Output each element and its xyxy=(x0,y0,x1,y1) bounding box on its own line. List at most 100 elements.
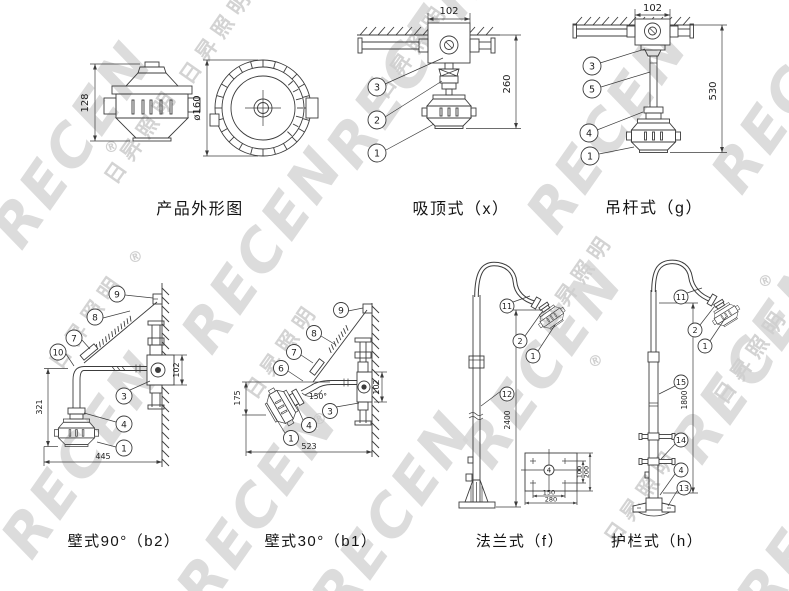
svg-text:1: 1 xyxy=(121,445,127,455)
svg-text:7: 7 xyxy=(291,349,297,359)
callout-14: 14 xyxy=(660,432,689,460)
caption-product: 产品外形图 xyxy=(156,201,244,218)
dim-plan-plate-w: 280 xyxy=(545,496,557,504)
flange-mount-diagram: 2400 11 2 1 12 xyxy=(458,261,593,509)
callout-7: 7 xyxy=(286,344,314,364)
caption-flange: 法兰式（f） xyxy=(475,533,565,550)
wall-30-diagram: 150° 102 175 523 9 8 xyxy=(233,302,387,458)
dim-pendant-width: 102 xyxy=(643,3,662,14)
flange-base-plan: 4 150 280 100 200 xyxy=(521,449,593,505)
callout-4: 4 xyxy=(579,111,644,143)
callout-8: 8 xyxy=(306,325,337,346)
svg-text:3: 3 xyxy=(121,393,127,403)
svg-text:4: 4 xyxy=(678,466,683,475)
svg-text:14: 14 xyxy=(676,436,686,445)
caption-ceiling: 吸顶式（x） xyxy=(412,201,510,218)
dim-plan-plate-h: 200 xyxy=(583,466,591,478)
callout-2: 2 xyxy=(512,311,543,349)
callout-3: 3 xyxy=(582,48,646,76)
callout-11: 11 xyxy=(499,295,531,314)
callout-1: 1 xyxy=(271,411,299,446)
svg-text:5: 5 xyxy=(589,85,595,96)
callout-7: 7 xyxy=(65,329,91,350)
svg-text:1: 1 xyxy=(288,435,294,445)
callout-1: 1 xyxy=(525,324,556,364)
svg-text:3: 3 xyxy=(589,62,595,73)
svg-text:9: 9 xyxy=(114,291,120,301)
dim-product-diameter: ø160 xyxy=(192,95,203,120)
svg-text:1: 1 xyxy=(702,342,707,351)
caption-guardrail: 护栏式（h） xyxy=(610,533,704,550)
dim-plan-holes-w: 150 xyxy=(543,489,555,497)
callout-1: 1 xyxy=(697,316,727,354)
callout-4: 4 xyxy=(547,467,552,475)
dim-wall90-box: 102 xyxy=(172,362,181,377)
svg-text:1: 1 xyxy=(530,352,535,361)
svg-text:1: 1 xyxy=(587,152,593,163)
callout-13: 13 xyxy=(667,480,692,507)
svg-text:6: 6 xyxy=(278,365,284,375)
callout-2: 2 xyxy=(367,80,443,130)
svg-text:8: 8 xyxy=(92,314,98,324)
callout-4: 4 xyxy=(295,403,317,433)
ceiling-mount-diagram: 102 260 3 2 1 xyxy=(357,6,521,163)
svg-text:4: 4 xyxy=(586,129,592,140)
svg-text:13: 13 xyxy=(679,484,689,493)
callout-1: 1 xyxy=(96,439,133,457)
svg-text:2: 2 xyxy=(374,116,380,127)
dim-wall30-span: 523 xyxy=(301,442,316,451)
callout-3: 3 xyxy=(367,57,444,97)
svg-text:12: 12 xyxy=(502,390,512,399)
callout-6: 6 xyxy=(273,360,304,382)
dim-wall90-span: 445 xyxy=(95,452,110,461)
svg-text:2: 2 xyxy=(517,337,522,346)
callout-8: 8 xyxy=(86,308,131,326)
svg-text:8: 8 xyxy=(311,330,317,340)
product-top-view: ø160 xyxy=(192,59,319,157)
dim-wall30-drop: 175 xyxy=(233,390,242,405)
svg-text:10: 10 xyxy=(53,349,64,359)
callout-4: 4 xyxy=(659,462,689,496)
callout-1: 1 xyxy=(367,123,435,163)
caption-pendant: 吊杆式（g） xyxy=(605,200,703,217)
callout-9: 9 xyxy=(333,302,364,318)
callout-4: 4 xyxy=(83,412,133,433)
dim-flange-height: 2400 xyxy=(503,410,512,429)
svg-text:3: 3 xyxy=(374,83,380,94)
svg-text:11: 11 xyxy=(502,302,512,311)
caption-wall30: 壁式30°（b1） xyxy=(264,533,378,550)
svg-text:3: 3 xyxy=(327,408,333,418)
svg-text:2: 2 xyxy=(692,326,697,335)
callout-9: 9 xyxy=(108,285,154,303)
callout-2: 2 xyxy=(687,306,715,338)
wall-90-diagram: 102 321 445 9 8 7 xyxy=(35,283,187,467)
dim-wall90-drop: 321 xyxy=(35,399,44,414)
callout-3: 3 xyxy=(115,380,151,405)
svg-text:11: 11 xyxy=(676,293,686,302)
guardrail-mount-diagram: 1800 11 2 1 15 xyxy=(632,259,744,517)
callout-12: 12 xyxy=(480,386,515,407)
svg-text:9: 9 xyxy=(338,307,344,317)
red-rim-marks xyxy=(287,80,303,137)
svg-text:7: 7 xyxy=(71,335,77,345)
dim-wall30-box: 102 xyxy=(372,379,381,394)
svg-text:4: 4 xyxy=(306,422,312,432)
callout-5: 5 xyxy=(582,71,651,99)
product-side-view: 128 xyxy=(80,61,201,142)
dim-pendant-height: 530 xyxy=(708,81,719,100)
dim-guardrail-height: 1800 xyxy=(680,390,689,409)
dim-product-height: 128 xyxy=(80,93,91,112)
svg-text:15: 15 xyxy=(676,378,686,387)
caption-wall90: 壁式90°（b2） xyxy=(67,533,181,550)
dim-ceiling-width: 102 xyxy=(439,6,458,17)
callout-11: 11 xyxy=(673,287,703,305)
callout-10: 10 xyxy=(49,343,75,367)
dim-plan-holes-h: 100 xyxy=(576,466,584,478)
svg-text:1: 1 xyxy=(374,149,380,160)
dim-wall30-angle: 150° xyxy=(309,392,327,401)
callout-3: 3 xyxy=(322,402,360,419)
svg-text:4: 4 xyxy=(121,421,127,431)
callout-1: 1 xyxy=(580,146,635,166)
